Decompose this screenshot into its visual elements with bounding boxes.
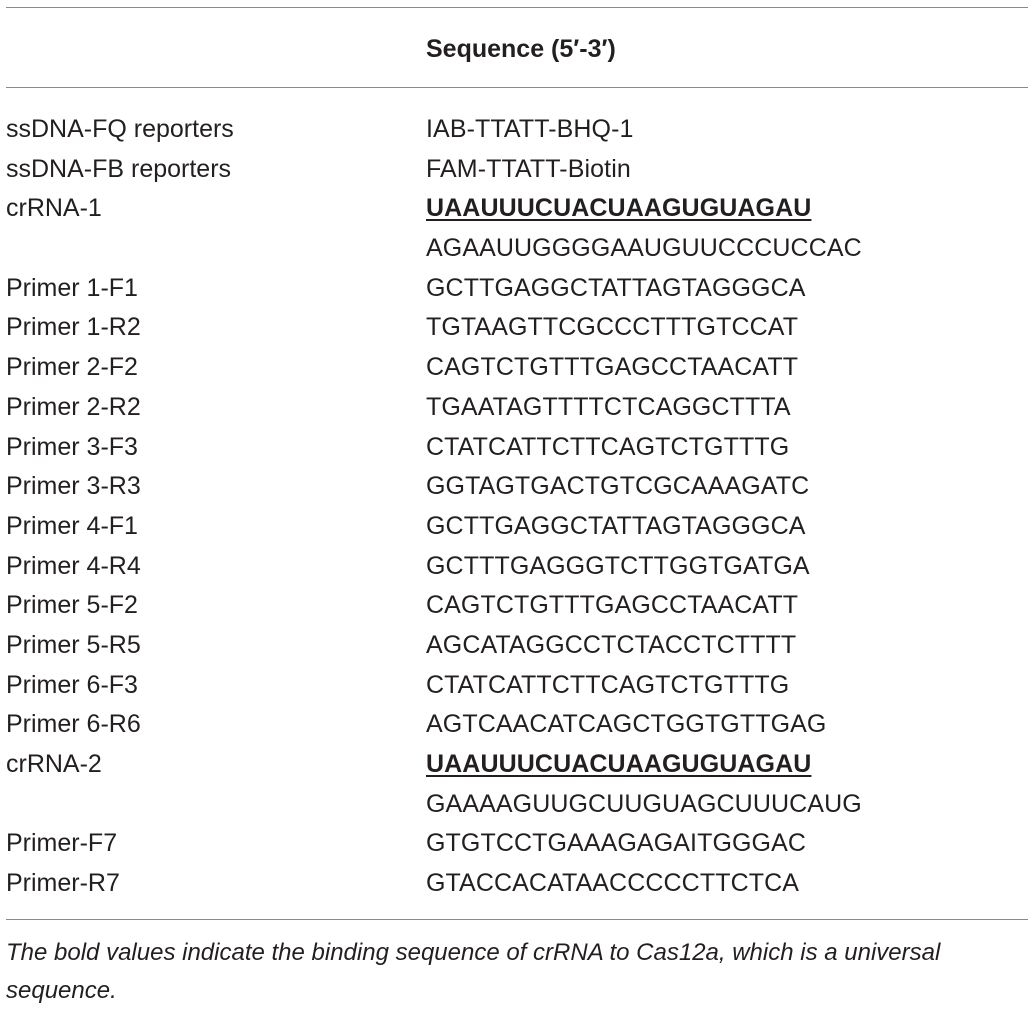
row-sequence: TGTAAGTTCGCCCTTTGTCCAT (426, 313, 799, 342)
table-row: Primer-R7 GTACCACATAACCCCCTTCTCA (6, 864, 1028, 904)
header-sequence: Sequence (5′-3′) (426, 35, 616, 63)
table-row: Primer 6-F3 CTATCATTCTTCAGTCTGTTTG (6, 666, 1028, 706)
row-name: Primer-R7 (6, 869, 120, 898)
table-row: Primer 5-F2 CAGTCTGTTTGAGCCTAACATT (6, 586, 1028, 626)
row-name: ssDNA-FQ reporters (6, 115, 234, 143)
row-name: Primer 5-F2 (6, 591, 138, 620)
table-row: Primer 1-F1 GCTTGAGGCTATTAGTAGGGCA (6, 269, 1028, 309)
table-row: Primer 5-R5 AGCATAGGCCTCTACCTCTTTT (6, 626, 1028, 666)
row-sequence: CTATCATTCTTCAGTCTGTTTG (426, 670, 790, 699)
table-row: Primer 1-R2 TGTAAGTTCGCCCTTTGTCCAT (6, 308, 1028, 348)
table-row: Primer 3-F3 CTATCATTCTTCAGTCTGTTTG (6, 428, 1028, 468)
row-sequence: FAM-TTATT-Biotin (426, 154, 631, 183)
row-sequence: GTGTCCTGAAAGAGAITGGGAC (426, 829, 807, 858)
row-name: Primer 4-R4 (6, 551, 141, 580)
table-top-rule (6, 7, 1028, 8)
table-header-rule (6, 87, 1028, 88)
row-name: Primer 2-R2 (6, 392, 141, 421)
table-footnote: The bold values indicate the binding seq… (6, 939, 941, 1004)
row-name: Primer 1-R2 (6, 313, 141, 342)
row-sequence: AGAAUUGGGGAAUGUUCCCUCCAC (426, 234, 862, 263)
row-sequence: GCTTTGAGGGTCTTGGTGATGA (426, 551, 810, 580)
table-row: Primer 2-F2 CAGTCTGTTTGAGCCTAACATT (6, 348, 1028, 388)
row-sequence: UAAUUUCUACUAAGUGUAGAU (426, 194, 812, 223)
table-row: Primer 6-R6 AGTCAACATCAGCTGGTGTTGAG (6, 705, 1028, 745)
table-row: AGAAUUGGGGAAUGUUCCCUCCAC (6, 229, 1028, 269)
table-row: crRNA-2 UAAUUUCUACUAAGUGUAGAU (6, 745, 1028, 785)
row-sequence: GGTAGTGACTGTCGCAAAGATC (426, 472, 810, 501)
row-name: Primer 3-F3 (6, 432, 138, 461)
table-row: Primer 4-F1 GCTTGAGGCTATTAGTAGGGCA (6, 507, 1028, 547)
row-name: crRNA-1 (6, 194, 102, 223)
table-row: Primer-F7 GTGTCCTGAAAGAGAITGGGAC (6, 824, 1028, 864)
table-row: Primer 2-R2 TGAATAGTTTTCTCAGGCTTTA (6, 388, 1028, 428)
row-sequence: CAGTCTGTTTGAGCCTAACATT (426, 591, 799, 620)
row-sequence: CAGTCTGTTTGAGCCTAACATT (426, 353, 799, 382)
row-sequence: GCTTGAGGCTATTAGTAGGGCA (426, 273, 806, 302)
row-name: Primer 1-F1 (6, 273, 138, 302)
row-name: Primer 6-F3 (6, 670, 138, 699)
row-name: Primer 3-R3 (6, 472, 141, 501)
table-row: crRNA-1 UAAUUUCUACUAAGUGUAGAU (6, 189, 1028, 229)
row-name: Primer 4-F1 (6, 511, 138, 540)
row-sequence: CTATCATTCTTCAGTCTGTTTG (426, 432, 790, 461)
table-row: Primer 3-R3 GGTAGTGACTGTCGCAAAGATC (6, 467, 1028, 507)
row-name: ssDNA-FB reporters (6, 154, 232, 183)
row-sequence: GAAAAGUUGCUUGUAGCUUUCAUG (426, 789, 862, 818)
table-row: ssDNA-FQ reporters IAB-TTATT-BHQ-1 (6, 110, 1028, 150)
row-sequence: AGCATAGGCCTCTACCTCTTTT (426, 630, 797, 659)
row-name: Primer 5-R5 (6, 630, 141, 659)
table-bottom-rule (6, 919, 1028, 920)
row-sequence: AGTCAACATCAGCTGGTGTTGAG (426, 710, 827, 739)
row-sequence: GCTTGAGGCTATTAGTAGGGCA (426, 511, 806, 540)
row-name: Primer-F7 (6, 829, 118, 858)
row-name: Primer 2-F2 (6, 353, 138, 382)
row-sequence: TGAATAGTTTTCTCAGGCTTTA (426, 392, 791, 421)
row-name: Primer 6-R6 (6, 710, 141, 739)
row-sequence: GTACCACATAACCCCCTTCTCA (426, 869, 800, 898)
table-row: GAAAAGUUGCUUGUAGCUUUCAUG (6, 785, 1028, 825)
table-row: ssDNA-FB reporters FAM-TTATT-Biotin (6, 150, 1028, 190)
table-row: Primer 4-R4 GCTTTGAGGGTCTTGGTGATGA (6, 547, 1028, 587)
row-sequence: UAAUUUCUACUAAGUGUAGAU (426, 750, 812, 778)
row-sequence: IAB-TTATT-BHQ-1 (426, 115, 634, 143)
row-name: crRNA-2 (6, 750, 102, 778)
